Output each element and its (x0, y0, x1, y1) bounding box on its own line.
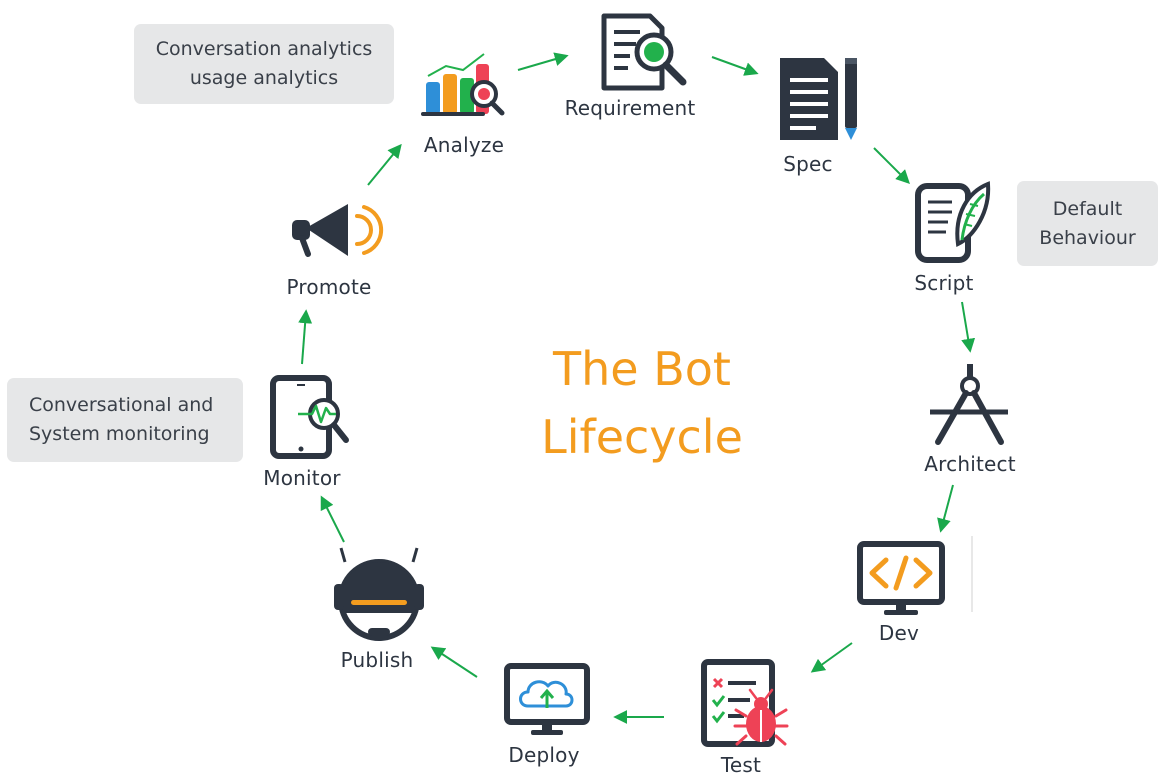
title-line2: Lifecycle (541, 410, 743, 464)
stage-label-spec: Spec (783, 152, 833, 176)
document-search-icon (601, 13, 687, 91)
tablet-monitoring-icon (270, 375, 349, 459)
bug-checklist-icon (701, 659, 789, 747)
stage-label-monitor: Monitor (263, 466, 341, 490)
document-pen-icon (780, 58, 857, 140)
arrow-promote-analyze (367, 143, 402, 186)
note-monitoring: Conversational and System monitoring (7, 378, 243, 462)
script-quill-icon (915, 181, 991, 263)
arrow-publish-monitor (320, 495, 345, 543)
note-monitoring-line1: Conversational and (29, 394, 214, 416)
arrow-analyze-requirement (517, 52, 569, 71)
arrow-deploy-publish (430, 646, 478, 678)
stage-label-deploy: Deploy (508, 743, 580, 767)
bot-head-icon (334, 547, 424, 641)
stage-label-test: Test (720, 753, 762, 777)
arrow-dev-test (810, 642, 853, 673)
arrow-monitor-promote (298, 309, 313, 365)
stage-label-dev: Dev (878, 621, 920, 645)
stage-label-analyze: Analyze (423, 133, 505, 157)
arrow-architect-dev (937, 484, 954, 533)
note-analytics-line1: Conversation analytics (155, 38, 373, 60)
megaphone-icon (292, 204, 384, 257)
stage-label-promote: Promote (286, 275, 372, 299)
code-monitor-icon (857, 541, 945, 615)
arrow-script-architect (961, 301, 976, 353)
note-monitoring-line2: System monitoring (29, 423, 210, 445)
note-analytics: Conversation analytics usage analytics (134, 24, 394, 104)
analytics-chart-icon (421, 53, 505, 116)
title-line1: The Bot (553, 342, 731, 396)
note-behaviour-line1: Default (1052, 197, 1123, 220)
stage-label-publish: Publish (340, 648, 414, 672)
note-behaviour: Default Behaviour (1017, 181, 1158, 266)
arrow-requirement-spec (711, 56, 759, 76)
stage-label-script: Script (914, 271, 974, 295)
arrow-spec-script (873, 147, 910, 184)
stage-label-requirement: Requirement (564, 96, 696, 120)
cloud-upload-monitor-icon (504, 663, 590, 735)
note-behaviour-line2: Behaviour (1039, 226, 1136, 249)
stage-label-architect: Architect (924, 452, 1016, 476)
note-analytics-line2: usage analytics (189, 67, 339, 89)
compass-icon (930, 364, 1008, 445)
